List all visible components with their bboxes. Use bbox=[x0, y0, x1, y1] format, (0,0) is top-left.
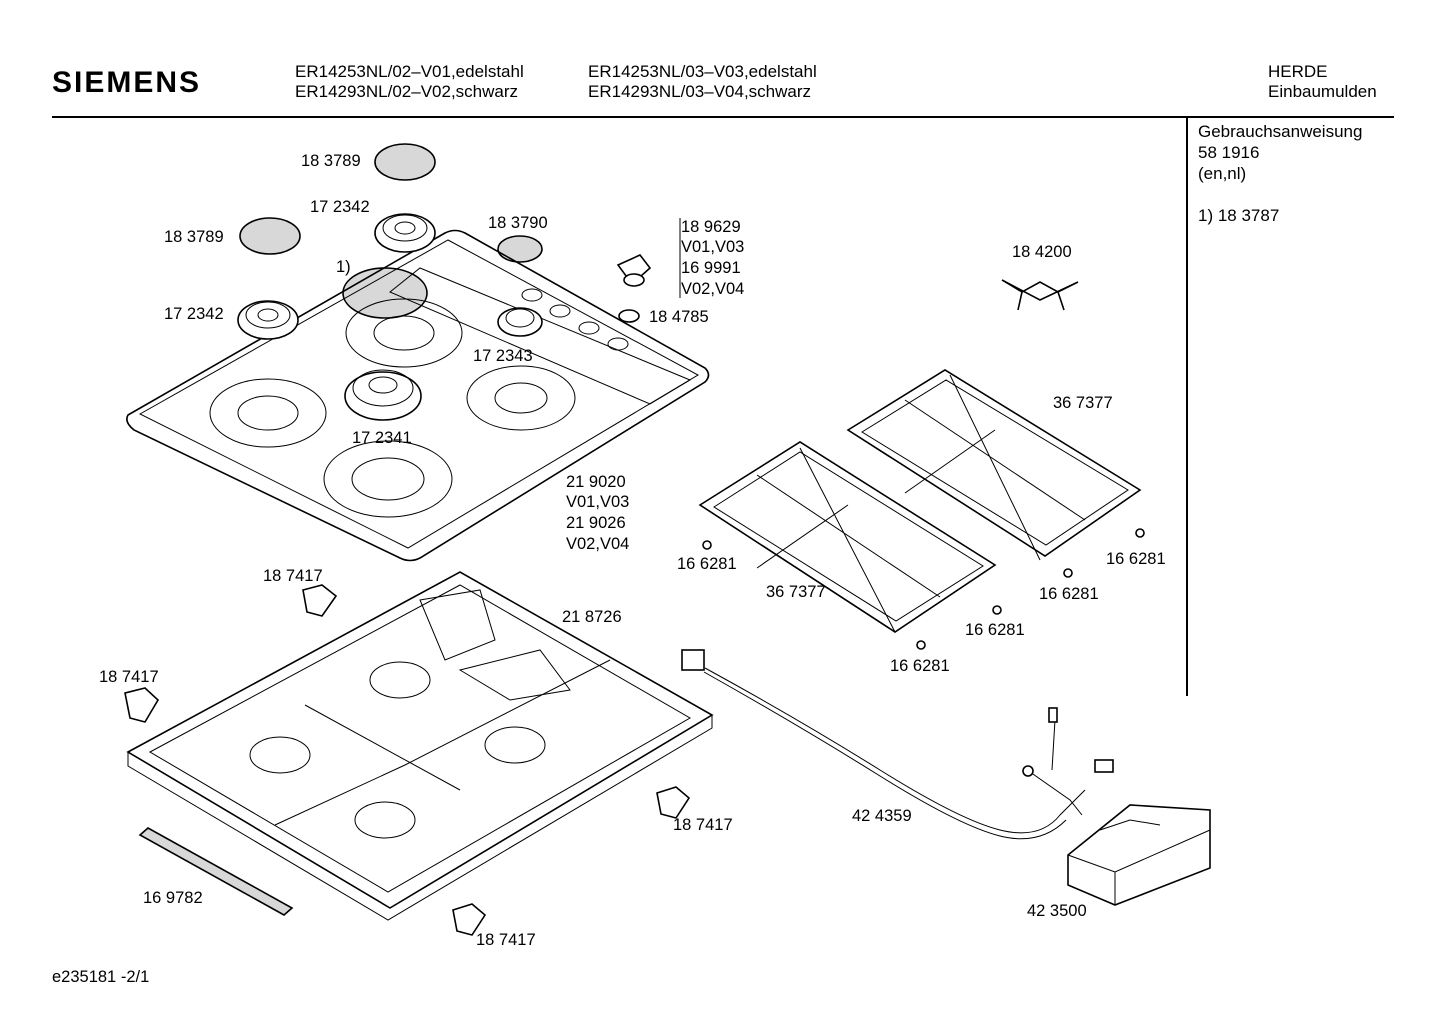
manual-title: Gebrauchsanweisung bbox=[1198, 122, 1363, 141]
foot bbox=[702, 540, 712, 550]
label-cap-left: 18 3789 bbox=[164, 228, 224, 246]
bottom-tray bbox=[126, 571, 714, 921]
manual-number: 58 1916 bbox=[1198, 143, 1260, 162]
label-knob-a-var: V01,V03 bbox=[681, 238, 745, 256]
knob-ring bbox=[618, 309, 640, 323]
model-line: ER14253NL/02–V01,edelstahl bbox=[295, 62, 524, 81]
label-clip-3: 18 7417 bbox=[673, 816, 733, 834]
foot bbox=[916, 640, 926, 650]
label-burner-left: 17 2342 bbox=[164, 305, 224, 323]
model-list-1: ER14253NL/02–V01,edelstahl ER14293NL/02–… bbox=[295, 62, 524, 102]
burner-large bbox=[344, 369, 422, 421]
header-rule bbox=[52, 116, 1394, 118]
category-line: Einbaumulden bbox=[1268, 82, 1377, 101]
ignition-module bbox=[1067, 804, 1211, 906]
sidebar-rule bbox=[1186, 118, 1188, 696]
label-ref-1: 1) bbox=[336, 258, 351, 276]
label-burner-large: 17 2341 bbox=[352, 429, 412, 447]
label-burner-back: 17 2342 bbox=[310, 198, 370, 216]
category-line: HERDE bbox=[1268, 62, 1328, 81]
clip bbox=[656, 786, 691, 819]
label-knob-b-var: V02,V04 bbox=[681, 280, 745, 298]
label-cable: 42 4359 bbox=[852, 807, 912, 825]
label-ignition: 42 3500 bbox=[1027, 902, 1087, 920]
label-grate-right: 36 7377 bbox=[1053, 394, 1113, 412]
label-foot-2: 16 6281 bbox=[1106, 550, 1166, 568]
seal-strip bbox=[138, 827, 294, 916]
control-knob bbox=[616, 254, 652, 287]
sidebar-notes: Gebrauchsanweisung 58 1916 (en,nl) 1) 18… bbox=[1198, 121, 1362, 226]
burner-back bbox=[374, 213, 436, 253]
label-clip-1: 18 7417 bbox=[263, 567, 323, 585]
label-hob-a: 21 9020 bbox=[566, 473, 626, 491]
burner-cap-top bbox=[374, 143, 436, 181]
label-cap-top: 18 3789 bbox=[301, 152, 361, 170]
label-wok-ring: 18 4200 bbox=[1012, 243, 1072, 261]
label-foot-4: 16 6281 bbox=[965, 621, 1025, 639]
footnote: 1) 18 3787 bbox=[1198, 206, 1280, 225]
burner-cap-left bbox=[239, 217, 301, 255]
hob-top-plate bbox=[126, 229, 710, 562]
label-knob-b: 16 9991 bbox=[681, 259, 741, 277]
label-hob-b: 21 9026 bbox=[566, 514, 626, 532]
burner-left bbox=[237, 300, 299, 340]
label-tray: 21 8726 bbox=[562, 608, 622, 626]
label-foot-3: 16 6281 bbox=[1039, 585, 1099, 603]
foot bbox=[1135, 528, 1145, 538]
model-line: ER14293NL/03–V04,schwarz bbox=[588, 82, 812, 101]
label-knob-a: 18 9629 bbox=[681, 218, 741, 236]
model-list-2: ER14253NL/03–V03,edelstahl ER14293NL/03–… bbox=[588, 62, 817, 102]
cable-harness bbox=[681, 649, 1114, 840]
wok-ring bbox=[1001, 279, 1079, 311]
label-foot-1: 16 6281 bbox=[677, 555, 737, 573]
foot bbox=[992, 605, 1002, 615]
label-burner-small: 17 2343 bbox=[473, 347, 533, 365]
clip bbox=[302, 584, 338, 617]
label-knob-ring: 18 4785 bbox=[649, 308, 709, 326]
label-grate-left: 36 7377 bbox=[766, 583, 826, 601]
category: HERDE Einbaumulden bbox=[1268, 62, 1377, 102]
label-clip-4: 18 7417 bbox=[476, 931, 536, 949]
label-hob-b-var: V02,V04 bbox=[566, 535, 630, 553]
grate-right bbox=[846, 369, 1142, 561]
burner-cap-small bbox=[497, 235, 543, 263]
grate-left bbox=[698, 441, 997, 633]
clip bbox=[124, 687, 160, 723]
model-line: ER14253NL/03–V03,edelstahl bbox=[588, 62, 817, 81]
model-line: ER14293NL/02–V02,schwarz bbox=[295, 82, 519, 101]
label-hob-a-var: V01,V03 bbox=[566, 493, 630, 511]
foot bbox=[1063, 568, 1073, 578]
clip bbox=[452, 903, 487, 936]
manual-langs: (en,nl) bbox=[1198, 164, 1247, 183]
label-cap-small: 18 3790 bbox=[488, 214, 548, 232]
label-seal: 16 9782 bbox=[143, 889, 203, 907]
brand-logo: SIEMENS bbox=[52, 66, 202, 99]
burner-small bbox=[497, 307, 543, 337]
label-foot-5: 16 6281 bbox=[890, 657, 950, 675]
label-clip-2: 18 7417 bbox=[99, 668, 159, 686]
document-id: e235181 -2/1 bbox=[52, 968, 150, 986]
